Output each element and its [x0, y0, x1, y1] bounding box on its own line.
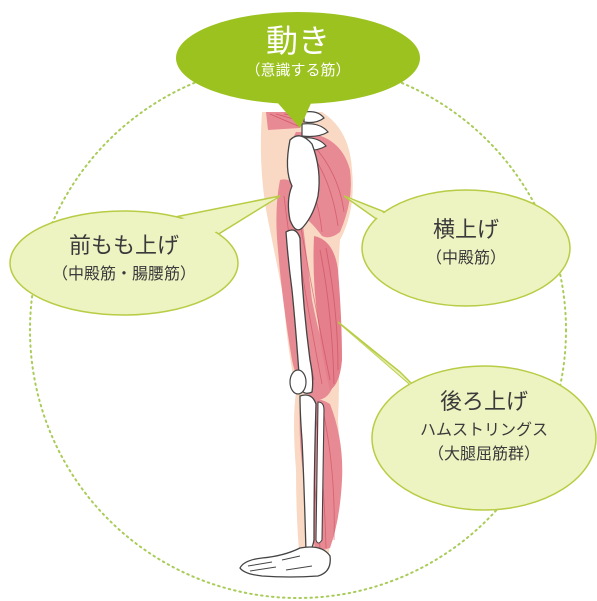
callout-side-bubble — [343, 189, 571, 307]
title-main: 動き — [265, 22, 330, 60]
callout-front-title: 前もも上げ — [68, 234, 179, 259]
callout-front-bubble — [9, 195, 281, 316]
title-sub: （意識する筋） — [245, 61, 351, 79]
callout-side-sub: （中殿筋） — [425, 248, 506, 267]
fibula-bone — [315, 401, 325, 544]
callout-back-title: 後ろ上げ — [439, 390, 528, 415]
callout-back-text: 後ろ上げ ハムストリングス （大腿屈筋群） — [372, 388, 596, 466]
leg-anatomy-illustration — [239, 111, 353, 578]
patella-bone — [289, 369, 307, 395]
callout-back-sub-2: （大腿屈筋群） — [427, 444, 540, 463]
title-label: 動き （意識する筋） — [176, 22, 420, 80]
femur-bone — [285, 229, 314, 394]
callout-side-title: 横上げ — [432, 218, 499, 243]
foot-bones — [239, 546, 331, 578]
title-bubble — [176, 12, 420, 128]
spine-bones — [299, 111, 329, 152]
hamstring-muscle — [313, 236, 342, 390]
callout-front-sub: （中殿筋・腸腰筋） — [51, 264, 196, 283]
callout-side-text: 横上げ （中殿筋） — [362, 216, 570, 270]
callout-front-text: 前もも上げ （中殿筋・腸腰筋） — [10, 232, 238, 286]
callout-back-sub-1: ハムストリングス — [419, 420, 548, 439]
callout-back-bubble — [337, 321, 597, 511]
dotted-circle — [29, 61, 567, 599]
pelvis-bone — [286, 135, 320, 231]
